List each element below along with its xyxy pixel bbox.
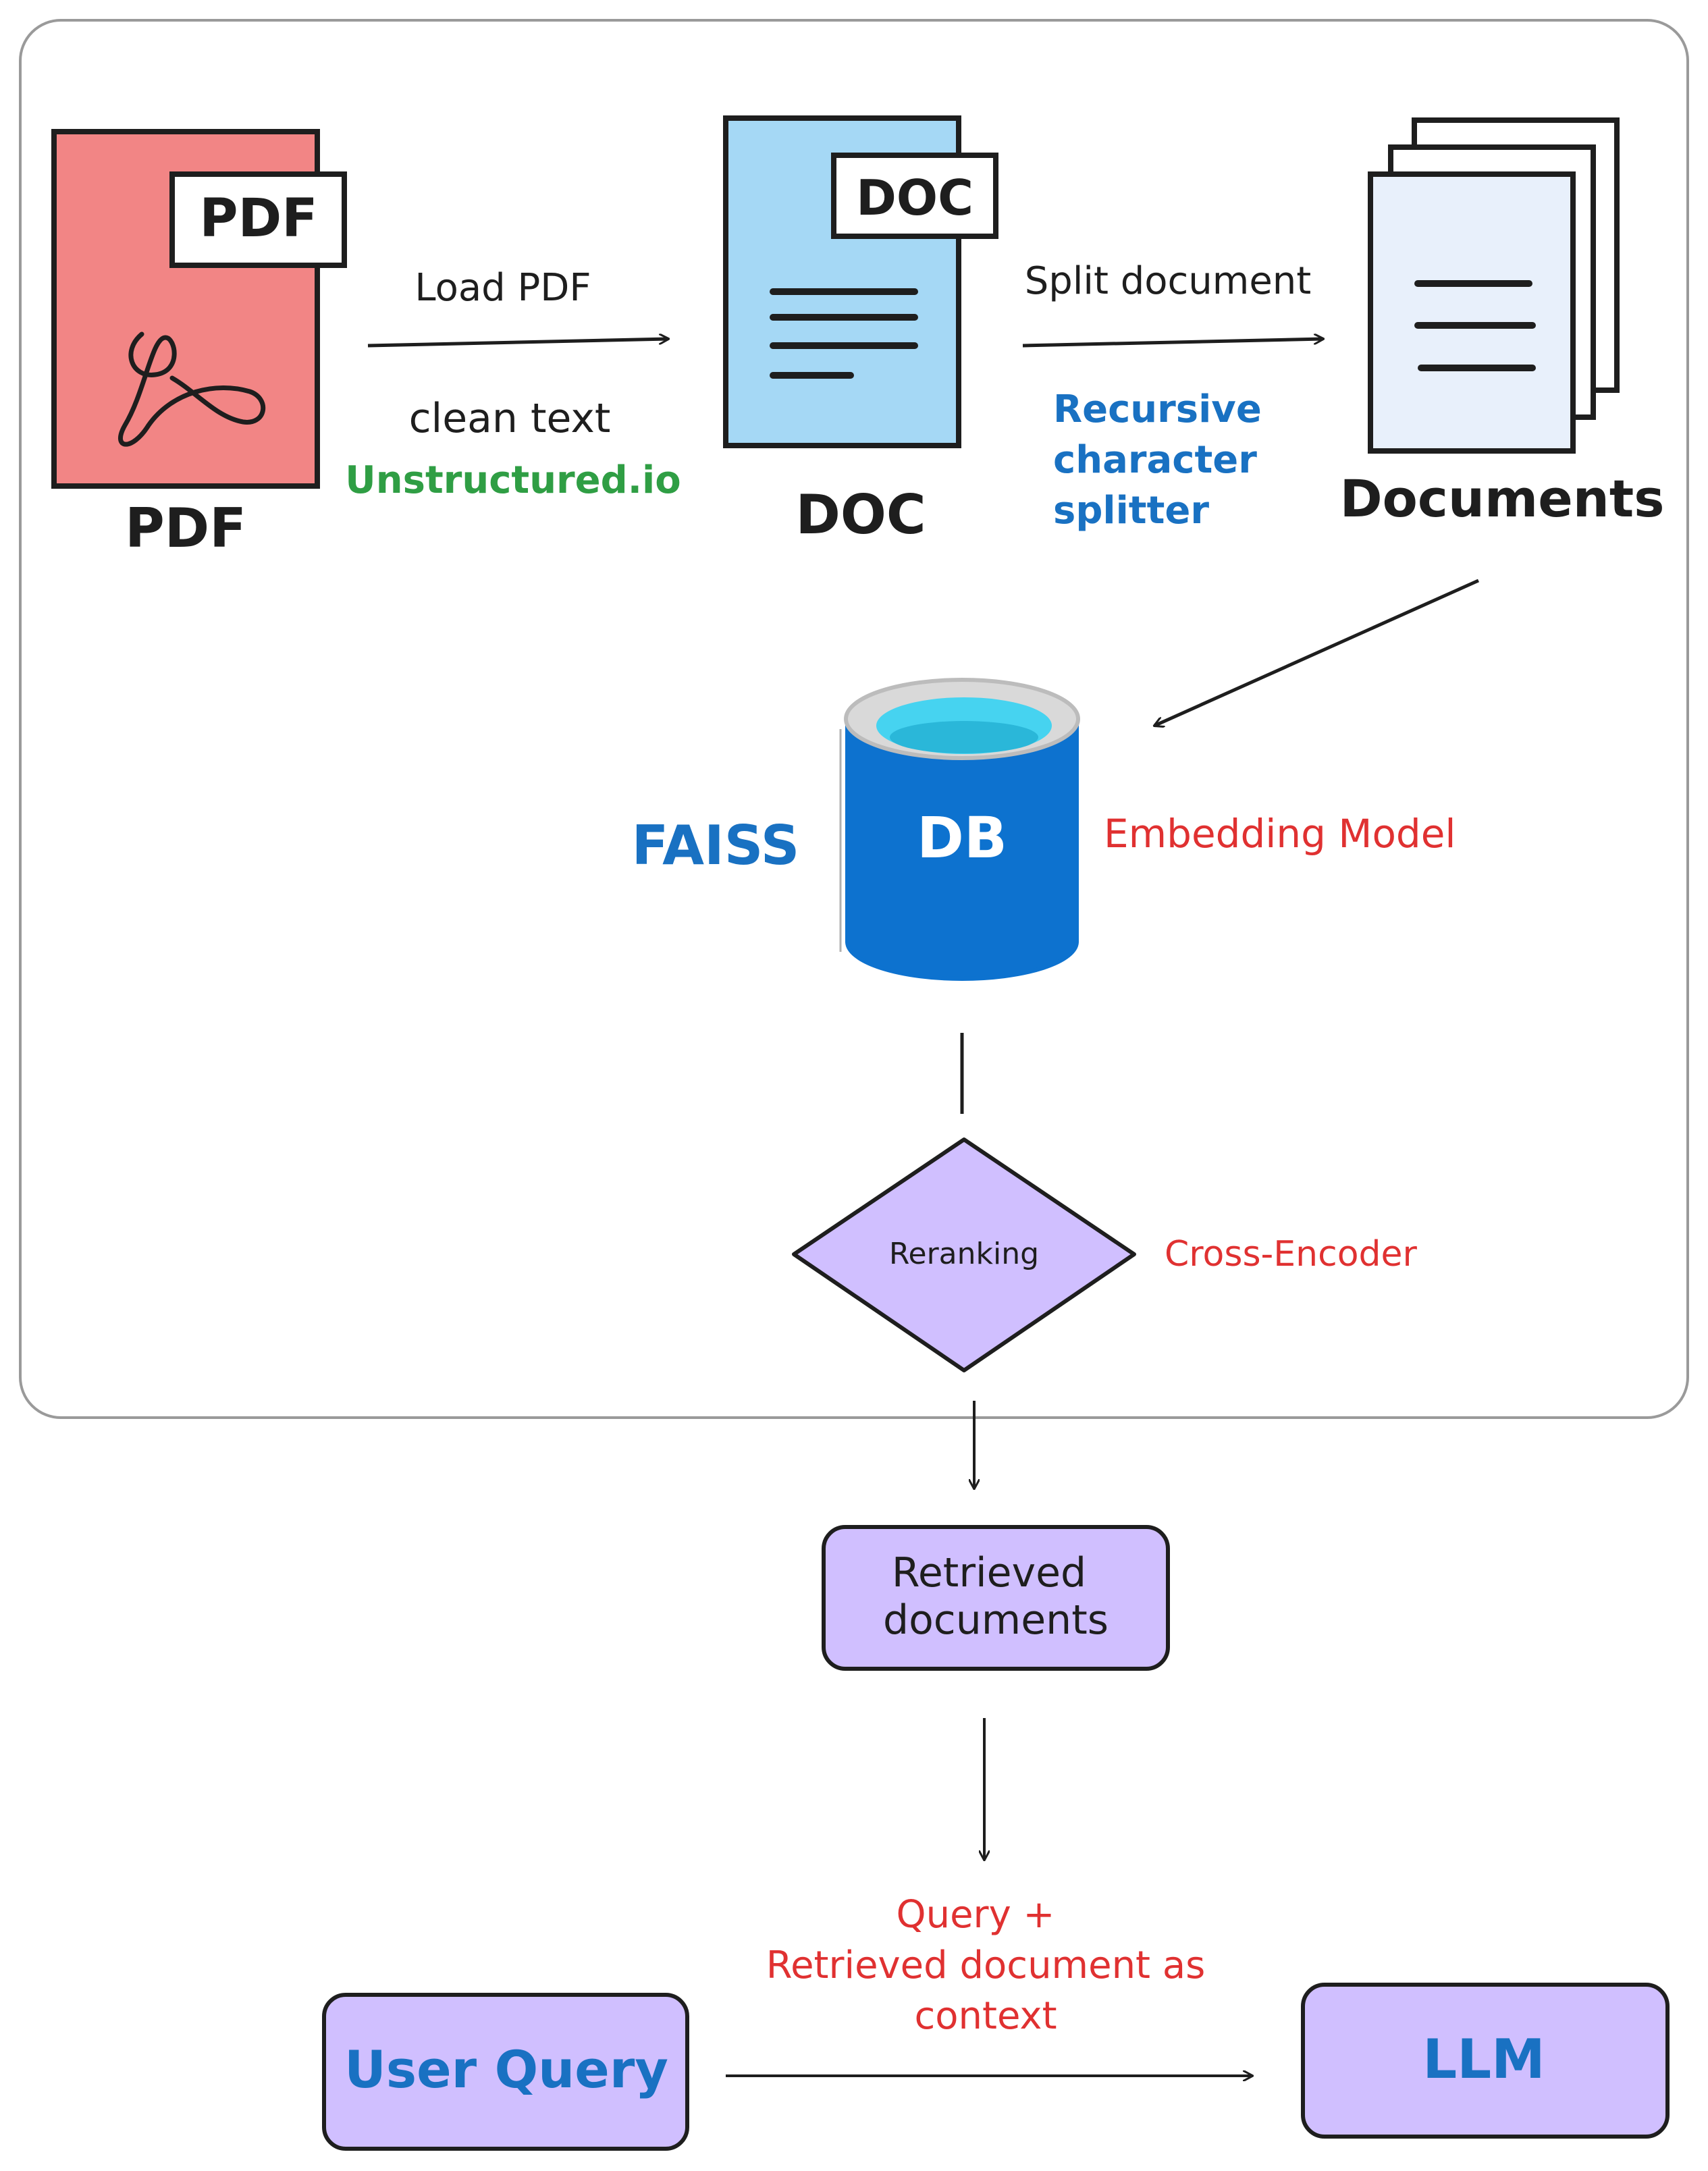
faiss-label: FAISS bbox=[632, 814, 800, 877]
llm-label: LLM bbox=[1422, 2028, 1545, 2091]
retrieved-line-2: documents bbox=[883, 1597, 1109, 1644]
pdf-icon: PDF bbox=[51, 129, 347, 489]
context-line-2: Retrieved document as bbox=[766, 1944, 1206, 1987]
pdf-badge-text: PDF bbox=[199, 188, 317, 249]
user-query-box bbox=[322, 1993, 689, 2151]
split-document-label: Split document bbox=[1025, 259, 1312, 303]
documents-label: Documents bbox=[1340, 468, 1665, 529]
llm-box bbox=[1301, 1983, 1670, 2139]
clean-text-label: clean text bbox=[409, 395, 611, 442]
unstructured-label: Unstructured.io bbox=[345, 458, 680, 502]
doc-badge bbox=[831, 153, 998, 239]
context-line-1: Query + bbox=[897, 1893, 1055, 1937]
documents-to-db-arrow bbox=[1154, 579, 1480, 726]
db-label: DB bbox=[917, 805, 1007, 871]
pipeline-frame bbox=[19, 19, 1689, 1419]
pdf-label: PDF bbox=[125, 497, 246, 560]
reranking-diamond bbox=[792, 1137, 1136, 1372]
user-query-label: User Query bbox=[344, 2039, 668, 2099]
doc-icon: DOC bbox=[723, 115, 998, 448]
pdf-badge bbox=[169, 171, 347, 268]
doc-badge-text: DOC bbox=[856, 169, 973, 226]
reranking-label: Reranking bbox=[889, 1237, 1039, 1271]
splitter-line-2: character bbox=[1053, 438, 1257, 482]
load-pdf-label: Load PDF bbox=[415, 266, 591, 310]
acrobat-glyph bbox=[118, 331, 266, 447]
cross-encoder-label: Cross-Encoder bbox=[1165, 1234, 1418, 1275]
retrieved-documents-box bbox=[822, 1525, 1170, 1671]
split-arrow bbox=[1022, 339, 1323, 348]
embedding-model-label: Embedding Model bbox=[1104, 811, 1456, 857]
documents-stack-icon bbox=[1368, 117, 1620, 454]
splitter-line-3: splitter bbox=[1053, 489, 1209, 533]
database-icon bbox=[839, 678, 1080, 981]
retrieved-line-1: Retrieved bbox=[892, 1549, 1086, 1597]
load-pdf-arrow bbox=[367, 339, 668, 348]
context-line-3: context bbox=[914, 1994, 1057, 2038]
doc-label: DOC bbox=[795, 483, 926, 546]
splitter-line-1: Recursive bbox=[1053, 387, 1262, 431]
